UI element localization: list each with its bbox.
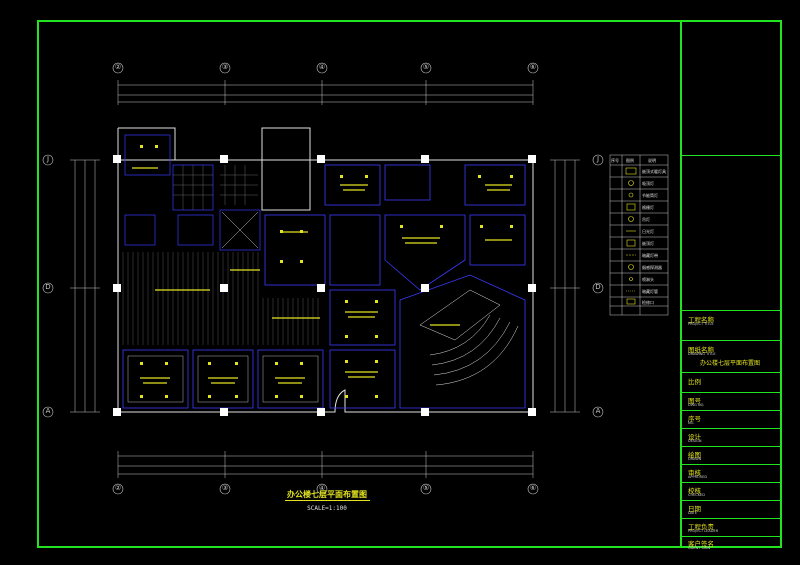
title-block: 工程名称 PROJECT TITLE 图纸名称 DRAWING TITLE 办公…: [680, 20, 782, 550]
drawing-title: 办公楼七层平面布置图: [287, 490, 367, 499]
legend-item: 烟感探测器: [642, 265, 662, 270]
legend-symbols: [625, 167, 637, 305]
column-axis-bubbles-bottom: [112, 483, 539, 495]
legend-item: 嵌顶式暖灯具: [642, 169, 666, 174]
legend-item: 节能筒灯: [642, 193, 658, 198]
column-axis-label: ④: [318, 63, 326, 71]
drawing-scale: SCALE=1:100: [307, 505, 347, 512]
light-fixtures: [140, 145, 513, 398]
column-axis-label: ⑥: [529, 63, 537, 71]
column-axis-label: ②: [114, 63, 122, 71]
row-axis-label: D: [45, 283, 51, 291]
bottom-dimension-lines: [117, 451, 534, 478]
title-block-divider: [682, 410, 782, 411]
building-walls: [117, 127, 534, 413]
structural-columns: [113, 155, 536, 416]
legend-item: 嵌顶灯: [642, 241, 654, 246]
legend-header: 图例: [626, 158, 634, 163]
drawing-frame: [37, 20, 782, 548]
lift-shaft: [221, 211, 259, 249]
row-axis-label: A: [595, 407, 601, 415]
legend-item: 吸顶灯: [642, 181, 654, 186]
legend-item: 格栅灯: [642, 205, 654, 210]
legend-item: 吊灯: [642, 217, 650, 222]
column-axis-label: ④: [318, 484, 326, 492]
legend-item: 暗藏灯管: [642, 289, 658, 294]
upper-middle-rooms: [264, 164, 526, 286]
row-axis-label: D: [595, 283, 601, 291]
column-axis-label: ⑤: [422, 63, 430, 71]
column-axis-label: ⑥: [529, 484, 537, 492]
legend-table: [609, 154, 669, 316]
title-block-divider: [682, 482, 782, 483]
legend-item: 暗藏灯带: [642, 253, 658, 258]
title-block-divider: [682, 392, 782, 393]
bottom-left-offices: [122, 349, 324, 409]
row-axis-label: J: [596, 155, 600, 163]
top-dimension-lines: [117, 80, 534, 105]
right-dimension-lines: [550, 159, 580, 413]
column-axis-bubbles-top: [112, 62, 539, 74]
title-block-divider: [682, 428, 782, 429]
column-axis-label: ②: [114, 484, 122, 492]
legend-item: 检修口: [642, 300, 654, 305]
title-block-divider: [682, 446, 782, 447]
title-underline: [285, 500, 370, 501]
title-block-divider: [682, 518, 782, 519]
column-axis-label: ③: [221, 484, 229, 492]
title-block-divider: [682, 340, 782, 341]
room-label-marks: [132, 167, 512, 384]
open-office-floor: [122, 252, 319, 345]
column-axis-label: ③: [221, 63, 229, 71]
title-block-divider: [682, 500, 782, 501]
title-block-divider: [682, 372, 782, 373]
legend-item: 日光灯: [642, 229, 654, 234]
legend-item: 喷淋头: [642, 277, 654, 282]
row-axis-bubbles: [42, 154, 604, 418]
row-axis-label: J: [46, 155, 50, 163]
column-axis-label: ⑤: [422, 484, 430, 492]
title-block-divider: [682, 464, 782, 465]
title-block-divider: [682, 155, 782, 156]
desk-arcs: [429, 314, 519, 386]
stair-hatch: [173, 165, 258, 210]
upper-left-rooms: [124, 134, 261, 251]
executive-office: [399, 274, 526, 409]
title-block-divider: [682, 536, 782, 537]
central-angled-room: [329, 214, 466, 409]
legend-header: 说明: [648, 158, 656, 163]
legend-header: 序号: [611, 158, 619, 163]
row-axis-label: A: [45, 407, 51, 415]
left-dimension-lines: [70, 159, 100, 413]
title-block-divider: [682, 310, 782, 311]
